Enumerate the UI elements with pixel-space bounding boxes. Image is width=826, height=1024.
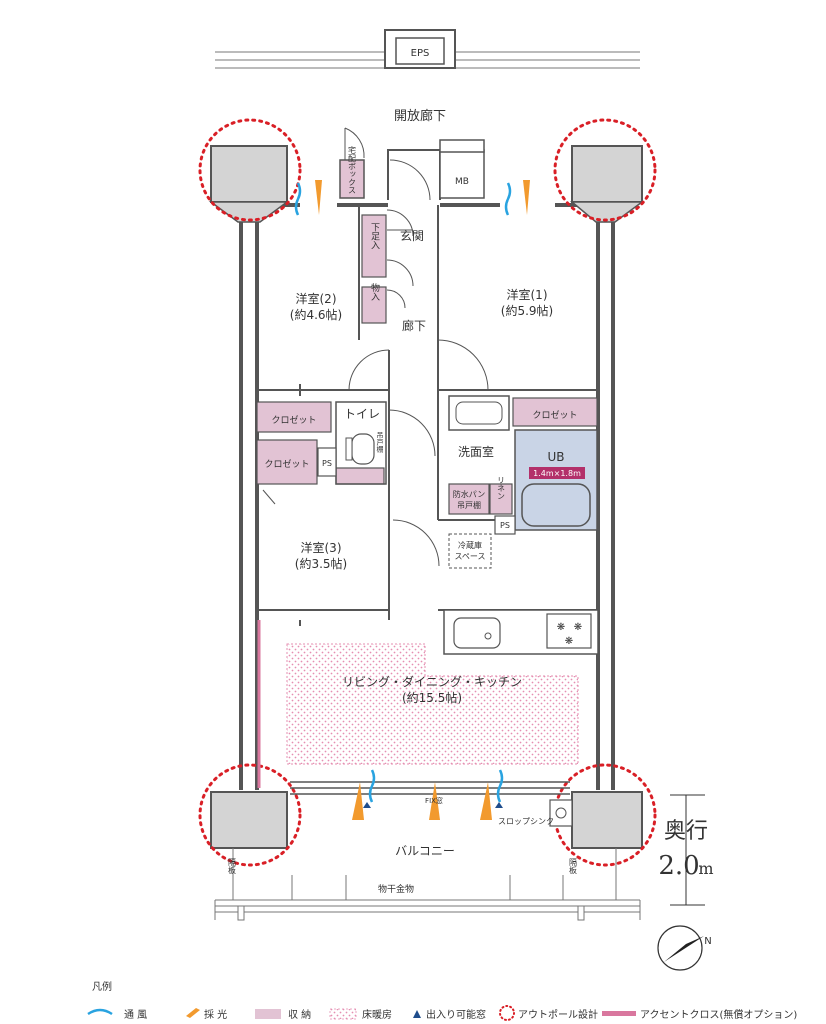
legend-storage: 収 納: [288, 1008, 311, 1021]
floor-heating-swatch: [329, 1008, 357, 1020]
hanging-shelf-label-wash: 吊戸棚: [457, 500, 481, 510]
entrance-label: 玄関: [400, 228, 424, 243]
eps-block: EPS: [215, 29, 640, 69]
legend-lighting: 採 光: [204, 1008, 227, 1021]
doors: [262, 209, 489, 626]
hanging-shelf-label-toilet: 吊戸棚: [376, 432, 384, 454]
burner-icon-1: ❋: [557, 622, 565, 633]
burner-icon-3: ❋: [565, 636, 573, 647]
toilet-fixture: [335, 401, 387, 485]
fix-window-label: FIX窓: [425, 796, 443, 805]
legend-ventilation: 通 風: [124, 1009, 147, 1021]
partition-label-left: 隔板: [228, 858, 237, 875]
room2-name: 洋室(2): [296, 291, 337, 306]
room1-size: (約5.9帖): [501, 303, 553, 318]
accent-cloth-swatch: [602, 1011, 636, 1016]
closet-label-room3: クロゼット: [264, 458, 309, 470]
ldk-name: リビング・ダイニング・キッチン: [342, 674, 522, 689]
room2-size: (約4.6帖): [290, 307, 342, 322]
ub-label: UB: [547, 450, 564, 464]
balcony-label: バルコニー: [395, 844, 455, 858]
window-line: [290, 781, 570, 795]
legend-accessible-window: 出入り可能窓: [426, 1008, 486, 1021]
entrance-area: 宅配ボックス MB: [339, 127, 485, 201]
room1-name: 洋室(1): [507, 287, 548, 302]
washroom-label: 洗面室: [458, 444, 494, 459]
floor-heating-area: [286, 643, 579, 765]
storage-blocks: [256, 214, 598, 515]
delivery-box-label: 宅配ボックス: [348, 145, 357, 194]
legend: 通 風 採 光 収 納 床暖房 出入り可能窓 アウトポール設計 アクセントクロス…: [87, 1005, 797, 1021]
accessible-window-icon: [413, 1010, 421, 1018]
north-compass-icon: [657, 925, 704, 971]
ub-size-label: 1.4m×1.8m: [533, 469, 581, 478]
bottom-airflow: [352, 769, 504, 820]
legend-title: 凡例: [92, 980, 112, 993]
mb-label: MB: [455, 177, 469, 187]
waterproof-pan-label: 防水パン: [453, 489, 485, 499]
eps-label: EPS: [411, 48, 430, 59]
top-airflow: [294, 180, 530, 216]
depth-dimension: [670, 794, 705, 906]
linen-label: リネン: [497, 476, 506, 500]
drying-rack-label: 物干金物: [378, 883, 414, 895]
legend-accent-cloth: アクセントクロス(無償オプション): [640, 1008, 797, 1021]
wind-icon: [87, 1008, 113, 1016]
washroom-fixtures: [448, 395, 510, 431]
legend-floor-heating: 床暖房: [362, 1008, 392, 1021]
shoe-storage-label: 下足入: [369, 223, 380, 250]
slop-sink-label: スロップシンク: [498, 817, 554, 826]
depth-value: 2.0: [658, 851, 699, 881]
burner-icon-2: ❋: [574, 622, 582, 633]
ldk-size: (約15.5帖): [402, 690, 462, 705]
room3-name: 洋室(3): [301, 540, 342, 555]
outer-walls: [239, 203, 615, 790]
ps-label-toilet: PS: [322, 459, 332, 468]
fridge-space-label: スペース: [454, 552, 485, 561]
light-icon: [186, 1008, 200, 1018]
depth-label: 奥行: [664, 819, 708, 844]
legend-outpole: アウトポール設計: [518, 1008, 598, 1021]
outpole-circles: [198, 118, 657, 867]
closet-label-room1: クロゼット: [532, 409, 577, 421]
toilet-label: トイレ: [344, 407, 380, 421]
storage-label: 物入: [369, 282, 380, 301]
room3-size: (約3.5帖): [295, 556, 347, 571]
depth-unit: m: [698, 859, 713, 878]
outpole-icon: [499, 1005, 515, 1021]
partition-label-right: 隔板: [569, 858, 578, 875]
storage-swatch: [255, 1009, 281, 1019]
ps-label-wash: PS: [500, 521, 510, 530]
corridor-label: 開放廊下: [394, 108, 446, 124]
unit-bath: [514, 429, 598, 531]
fridge-label: 冷蔵庫: [458, 540, 482, 550]
balcony-rails: [214, 848, 641, 921]
closet-label-room2: クロゼット: [271, 414, 316, 426]
hallway-label: 廊下: [402, 318, 426, 333]
kitchen-counter: ❋ ❋ ❋: [443, 609, 599, 655]
north-label: N: [704, 936, 711, 947]
